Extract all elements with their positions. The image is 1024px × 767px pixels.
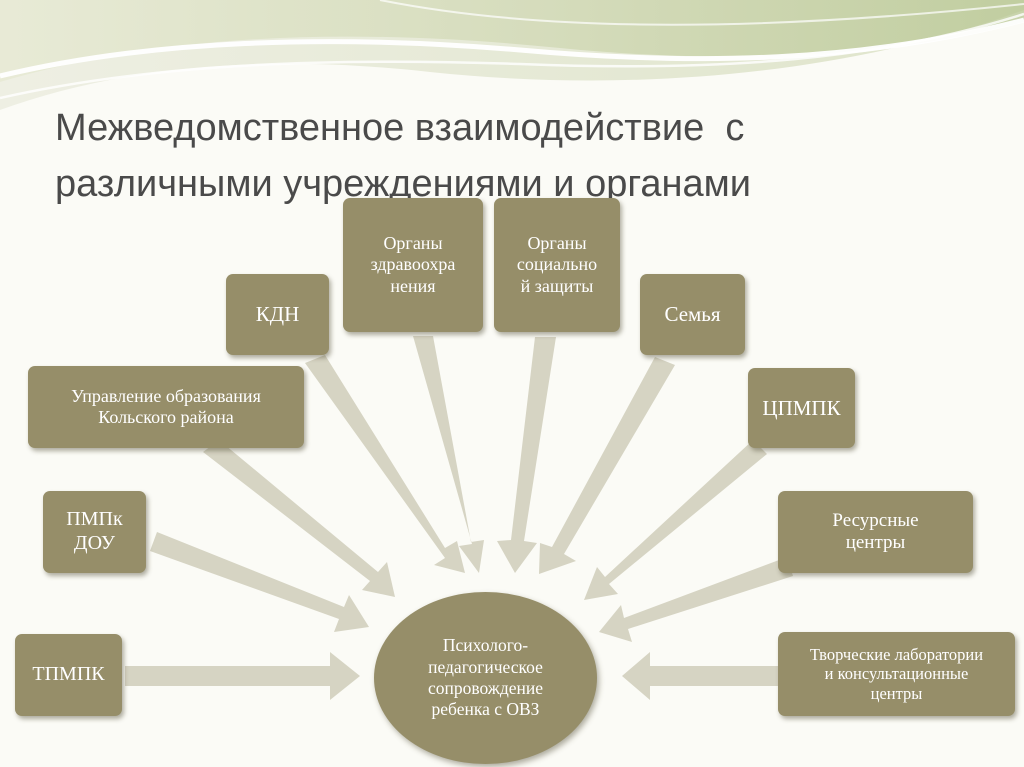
arrow-from-tpmpk: [125, 652, 360, 700]
arrow-from-cpmpk: [584, 440, 767, 600]
center-node-support: Психолого- педагогическое сопровождение …: [374, 592, 597, 764]
node-labs-line: Творческие лаборатории: [809, 644, 984, 664]
node-health-line: Органы: [383, 233, 443, 254]
node-tpmpk: ТПМПК: [15, 634, 122, 716]
node-tpmpk-label: ТПМПК: [32, 663, 104, 687]
center-node-line: сопровождение: [427, 678, 544, 698]
node-tpmpk-line: ТПМПК: [32, 663, 105, 686]
node-labs-label: Творческие лаборатории и консультационны…: [810, 645, 983, 703]
arrow-from-health: [413, 336, 484, 573]
node-social-line: й защиты: [520, 275, 594, 296]
slide-title: Межведомственное взаимодействие с различ…: [55, 100, 955, 212]
node-social-label: Органы социально й защиты: [517, 233, 597, 297]
center-node-label: Психолого- педагогическое сопровождение …: [428, 635, 543, 720]
node-cpmpk: ЦПМПК: [748, 368, 855, 448]
node-health-line: нения: [390, 275, 436, 296]
node-pmpk-dou: ПМПк ДОУ: [43, 491, 146, 573]
center-node-line: Психолого-: [442, 635, 529, 656]
node-education-line: Кольского района: [98, 407, 234, 427]
arrow-from-kdn: [305, 355, 465, 573]
node-education-label: Управление образования Кольского района: [71, 386, 261, 428]
node-family: Семья: [640, 274, 745, 355]
node-kdn: КДН: [226, 274, 329, 355]
node-cpmpk-label: ЦПМПК: [762, 396, 840, 421]
node-resource: Ресурсные центры: [778, 491, 973, 573]
node-cpmpk-line: ЦПМПК: [762, 395, 841, 420]
node-labs-line: и консультационные: [824, 664, 969, 684]
node-pmpk-dou-line: ДОУ: [73, 532, 116, 554]
node-family-line: Семья: [664, 302, 721, 327]
node-social-line: социально: [516, 254, 598, 275]
node-family-label: Семья: [664, 302, 720, 327]
node-health-label: Органы здравоохра нения: [371, 233, 456, 297]
node-education-line: Управление образования: [71, 385, 261, 406]
arrow-from-labs: [622, 652, 780, 700]
center-node-line: ребенка с ОВЗ: [431, 699, 540, 720]
node-social-line: Органы: [527, 233, 587, 254]
node-education: Управление образования Кольского района: [28, 366, 304, 448]
node-labs-line: центры: [870, 683, 923, 703]
node-resource-line: центры: [845, 532, 906, 553]
arrow-from-family: [539, 357, 675, 574]
node-health: Органы здравоохра нения: [343, 198, 483, 332]
node-social: Органы социально й защиты: [494, 198, 620, 332]
node-kdn-label: КДН: [256, 302, 300, 327]
node-resource-line: Ресурсные: [832, 509, 919, 531]
node-resource-label: Ресурсные центры: [832, 510, 918, 555]
node-kdn-line: КДН: [255, 302, 300, 327]
node-labs: Творческие лаборатории и консультационны…: [778, 632, 1015, 716]
center-node-line: педагогическое: [428, 656, 543, 677]
node-pmpk-dou-line: ПМПк: [66, 508, 123, 531]
node-pmpk-dou-label: ПМПк ДОУ: [66, 508, 122, 555]
arrow-from-resource: [599, 557, 793, 642]
arrow-from-education: [203, 440, 395, 597]
arrow-from-pmpk-dou: [150, 532, 369, 632]
node-health-line: здравоохра: [370, 254, 456, 275]
title-line-1: Межведомственное взаимодействие с: [55, 107, 745, 149]
arrow-from-social: [497, 337, 556, 573]
